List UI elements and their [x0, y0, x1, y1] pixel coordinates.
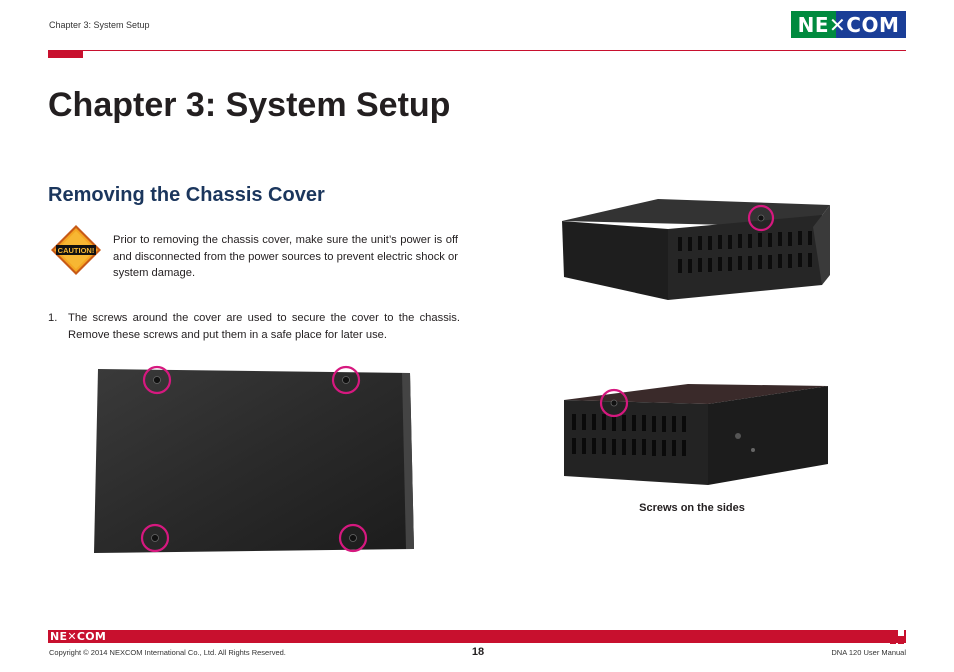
chassis-side-photo-1: [562, 199, 830, 300]
step-number: 1.: [48, 312, 58, 324]
chassis-side-photo-2: [564, 384, 828, 485]
footer-copyright: Copyright © 2014 NEXCOM International Co…: [49, 648, 286, 657]
footer-manual-title: DNA 120 User Manual: [831, 648, 906, 657]
footer-squares-icon: [890, 630, 904, 644]
running-header: Chapter 3: System Setup: [49, 20, 150, 30]
footer-bar: [48, 630, 906, 643]
header-red-tab: [48, 50, 83, 58]
figure-caption: Screws on the sides: [639, 502, 745, 514]
section-title: Removing the Chassis Cover: [48, 184, 325, 206]
header-rule: [48, 50, 906, 51]
nexcom-logo: NE✕COM: [791, 11, 906, 38]
chassis-top-photo: [94, 365, 414, 553]
logo-text: NE✕COM: [797, 12, 900, 37]
caution-badge-text: CAUTION!: [58, 246, 95, 255]
page-title: Chapter 3: System Setup: [48, 86, 451, 124]
caution-icon: CAUTION!: [51, 225, 101, 275]
footer-logo: NE✕COM: [50, 630, 107, 643]
step-text: The screws around the cover are used to …: [68, 312, 460, 341]
caution-text: Prior to removing the chassis cover, mak…: [113, 234, 458, 279]
page-number: 18: [471, 646, 485, 658]
